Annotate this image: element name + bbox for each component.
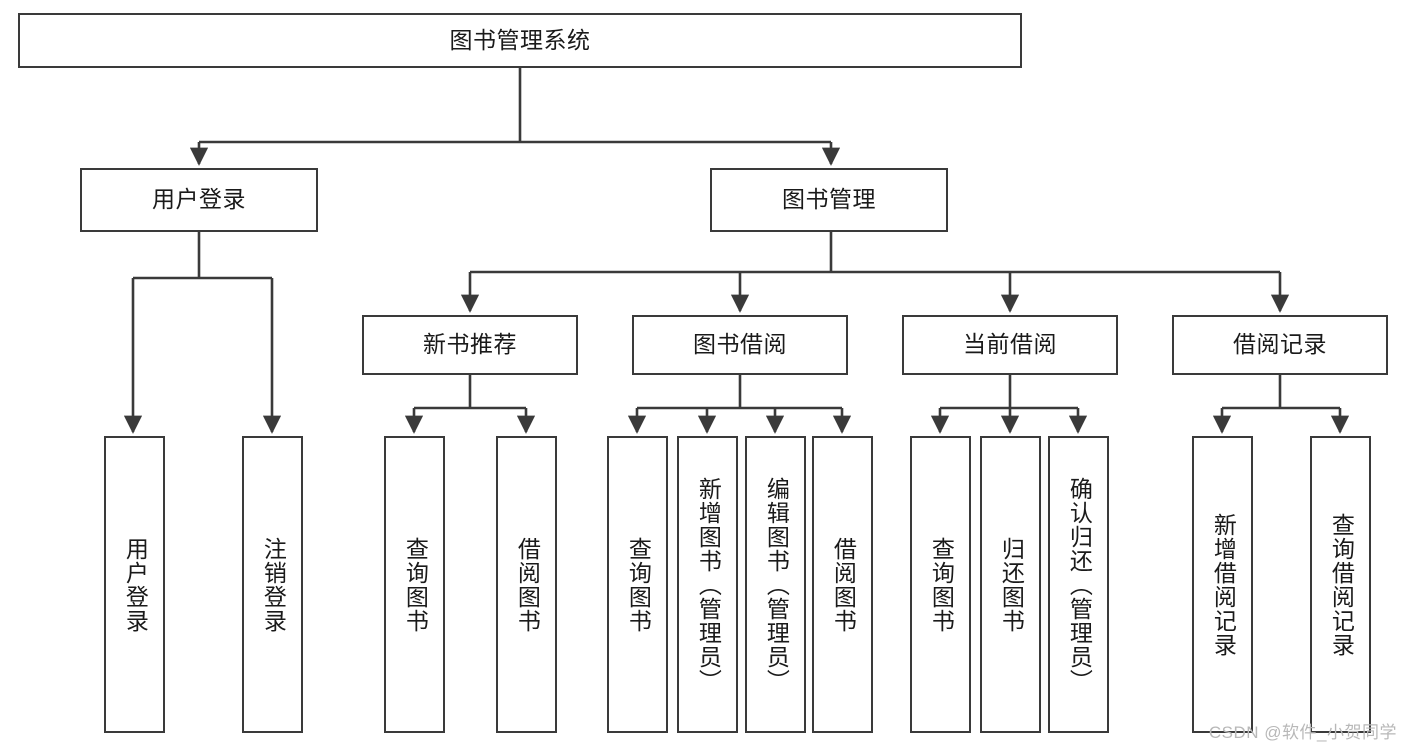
node-new-book-recommend-label: 新书推荐 xyxy=(423,331,517,358)
node-leaf-add-book-label: 新增图书（管理员） xyxy=(695,476,722,693)
node-leaf-user-login-label: 用户登录 xyxy=(122,536,149,633)
node-borrow-record-label: 借阅记录 xyxy=(1233,331,1327,358)
node-leaf-add-record-label: 新增借阅记录 xyxy=(1210,512,1237,657)
node-leaf-edit-book-label: 编辑图书（管理员） xyxy=(763,476,790,693)
node-user-login-label: 用户登录 xyxy=(152,186,246,213)
node-root[interactable]: 图书管理系统 xyxy=(18,13,1022,68)
node-leaf-borrow-book-1[interactable]: 借阅图书 xyxy=(496,436,557,733)
node-leaf-query-book-2[interactable]: 查询图书 xyxy=(607,436,668,733)
node-root-label: 图书管理系统 xyxy=(449,26,591,53)
node-new-book-recommend[interactable]: 新书推荐 xyxy=(362,315,578,375)
node-leaf-query-book-1[interactable]: 查询图书 xyxy=(384,436,445,733)
node-leaf-logout-label: 注销登录 xyxy=(260,536,287,633)
node-leaf-query-book-3[interactable]: 查询图书 xyxy=(910,436,971,733)
node-leaf-return-book-label: 归还图书 xyxy=(998,536,1025,633)
node-leaf-borrow-book-2-label: 借阅图书 xyxy=(830,536,857,633)
node-leaf-add-record[interactable]: 新增借阅记录 xyxy=(1192,436,1253,733)
node-borrow-record[interactable]: 借阅记录 xyxy=(1172,315,1388,375)
node-leaf-confirm-return[interactable]: 确认归还（管理员） xyxy=(1048,436,1109,733)
node-current-borrow-label: 当前借阅 xyxy=(963,331,1057,358)
node-book-manage-label: 图书管理 xyxy=(782,186,876,213)
node-leaf-query-record[interactable]: 查询借阅记录 xyxy=(1310,436,1371,733)
node-leaf-add-book[interactable]: 新增图书（管理员） xyxy=(677,436,738,733)
node-leaf-query-book-2-label: 查询图书 xyxy=(625,536,652,633)
node-leaf-borrow-book-1-label: 借阅图书 xyxy=(514,536,541,633)
node-leaf-query-book-1-label: 查询图书 xyxy=(402,536,429,633)
node-leaf-confirm-return-label: 确认归还（管理员） xyxy=(1066,476,1093,693)
node-leaf-return-book[interactable]: 归还图书 xyxy=(980,436,1041,733)
node-book-borrow[interactable]: 图书借阅 xyxy=(632,315,848,375)
node-leaf-user-login[interactable]: 用户登录 xyxy=(104,436,165,733)
node-book-manage[interactable]: 图书管理 xyxy=(710,168,948,232)
node-leaf-query-book-3-label: 查询图书 xyxy=(928,536,955,633)
node-leaf-borrow-book-2[interactable]: 借阅图书 xyxy=(812,436,873,733)
node-leaf-query-record-label: 查询借阅记录 xyxy=(1328,512,1355,657)
node-leaf-logout[interactable]: 注销登录 xyxy=(242,436,303,733)
node-book-borrow-label: 图书借阅 xyxy=(693,331,787,358)
node-user-login[interactable]: 用户登录 xyxy=(80,168,318,232)
node-current-borrow[interactable]: 当前借阅 xyxy=(902,315,1118,375)
node-leaf-edit-book[interactable]: 编辑图书（管理员） xyxy=(745,436,806,733)
